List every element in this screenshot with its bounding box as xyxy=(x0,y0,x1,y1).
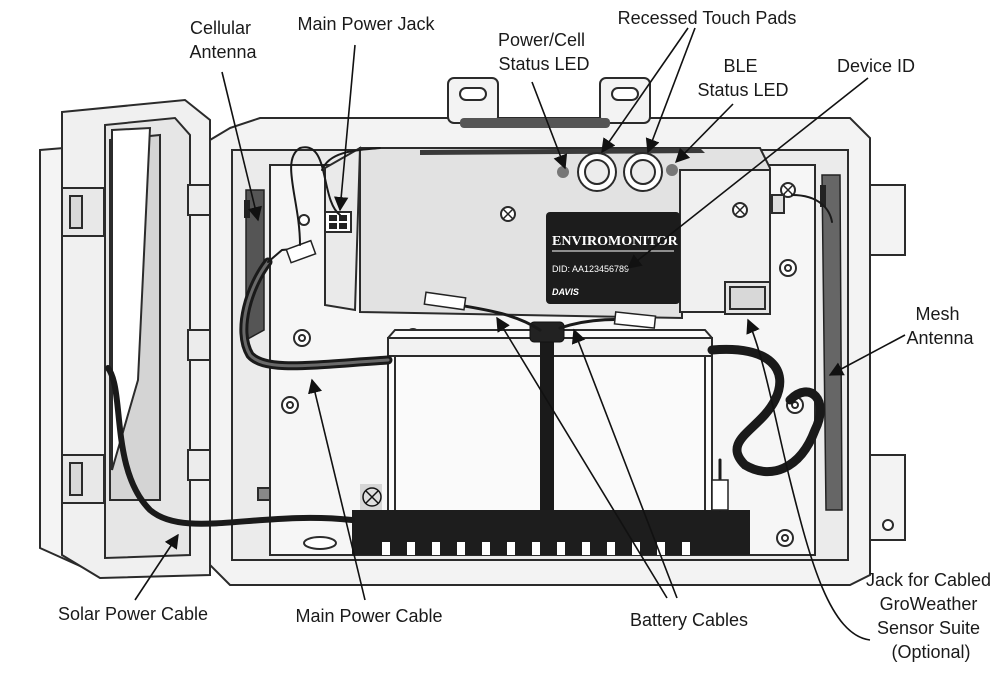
label-mesh-antenna: Mesh Antenna xyxy=(906,304,974,348)
brand-name: ENVIROMONITOR xyxy=(552,234,679,249)
label-cellular-antenna: Cellular Antenna xyxy=(189,18,257,62)
device-module: ENVIROMONITOR DID: AA123456789 DAVIS xyxy=(298,146,796,320)
label-main-power-jack: Main Power Jack xyxy=(297,14,435,34)
callout-labels: Cellular Antenna Main Power Jack Recesse… xyxy=(58,8,996,662)
cables xyxy=(105,146,833,527)
power-cell-led xyxy=(557,166,569,178)
label-main-power-cable: Main Power Cable xyxy=(295,606,442,626)
ble-led xyxy=(666,164,678,176)
label-solar-power-cable: Solar Power Cable xyxy=(58,604,208,624)
label-ble-status-led: BLE Status LED xyxy=(697,56,788,100)
label-battery-cables: Battery Cables xyxy=(630,610,748,630)
label-jack-for-cabled: Jack for Cabled GroWeather Sensor Suite … xyxy=(866,570,996,662)
device-id-text: DID: AA123456789 xyxy=(552,264,629,274)
enclosure-door xyxy=(39,98,211,580)
leader-lines xyxy=(134,27,906,641)
device-label-plate xyxy=(546,212,680,304)
label-recessed-touch-pads: Recessed Touch Pads xyxy=(618,8,797,28)
battery xyxy=(352,321,750,555)
label-power-cell-status-led: Power/Cell Status LED xyxy=(498,30,590,74)
mesh-antenna-part xyxy=(820,174,843,511)
main-power-jack-part xyxy=(324,211,352,233)
davis-logo: DAVIS xyxy=(552,287,579,297)
label-device-id: Device ID xyxy=(837,56,915,76)
brand-monitor: MONITOR xyxy=(608,234,679,249)
brand-enviro: ENVIRO xyxy=(552,234,608,249)
